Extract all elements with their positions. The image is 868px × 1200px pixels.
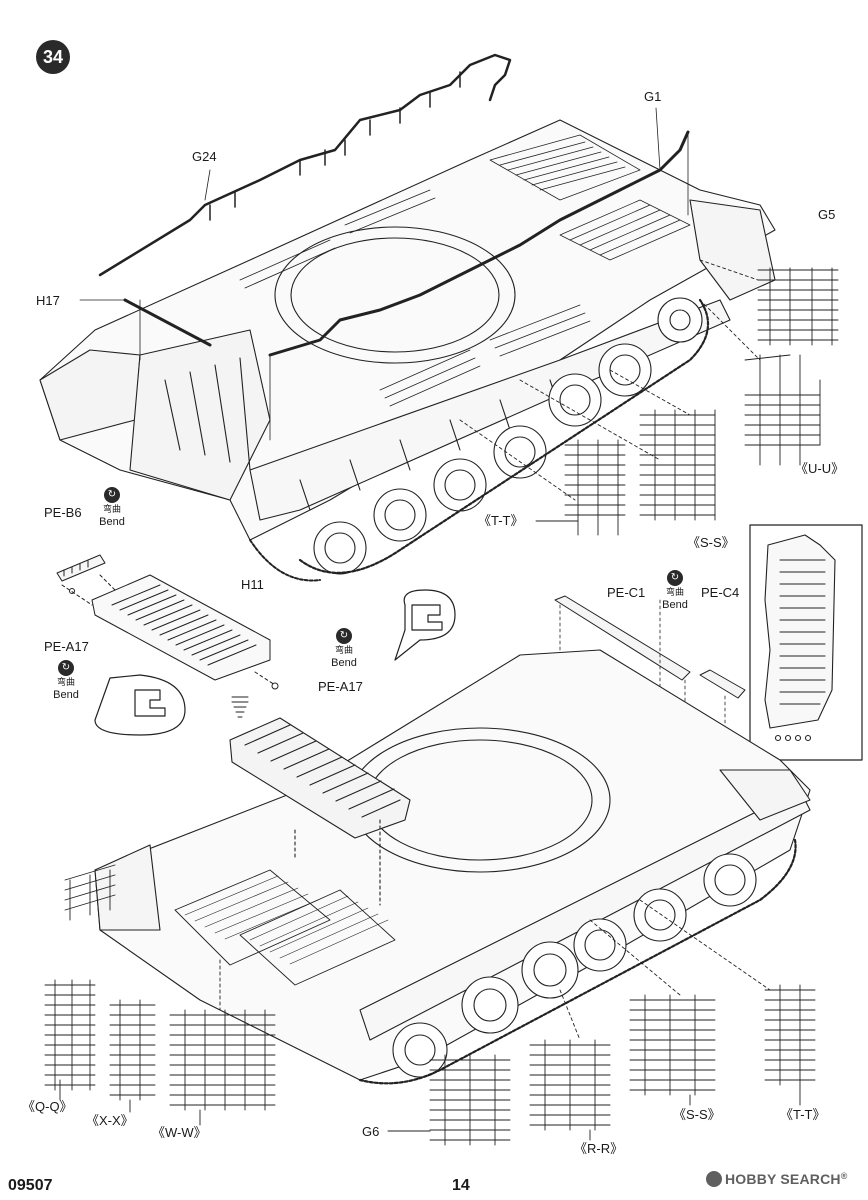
label-pe-a17-left: PE-A17	[44, 639, 89, 654]
bend-note-zh: 弯曲	[102, 505, 121, 515]
bend-icon: ↻	[104, 487, 120, 503]
label-h11: H11	[241, 577, 264, 592]
label-s-s-bottom: 《S-S》	[673, 1107, 721, 1122]
label-g1: G1	[644, 89, 662, 104]
bend-note-en: Bend	[99, 516, 125, 528]
bend-note-zh: 弯曲	[334, 646, 353, 656]
bend-callout-right	[394, 589, 456, 661]
label-w-w: 《W-W》	[152, 1125, 207, 1140]
rack-g5	[699, 259, 839, 346]
label-t-t-bottom: 《T-T》	[780, 1107, 826, 1122]
assembly-arrow	[231, 696, 249, 718]
bend-note-zh: 弯曲	[665, 588, 684, 598]
label-g5: G5	[818, 207, 836, 222]
label-pe-c1: PE-C1	[607, 585, 646, 600]
bend-note-pe-b6: ↻ 弯曲 Bend	[92, 487, 132, 529]
rack-g6	[387, 1054, 511, 1146]
bend-note-pe-c1: ↻ 弯曲 Bend	[655, 570, 695, 612]
label-s-s-top: 《S-S》	[687, 535, 735, 550]
h11-part	[61, 574, 279, 690]
label-pe-a17-right: PE-A17	[318, 679, 363, 694]
label-x-x: 《X-X》	[86, 1113, 134, 1128]
watermark: HOBBY SEARCH®	[706, 1171, 848, 1187]
pe-c4-part	[699, 669, 746, 699]
rack-t-t-bottom	[639, 899, 816, 1106]
bend-note-pe-a17-left: ↻ 弯曲 Bend	[46, 660, 86, 702]
rack-w-w	[169, 959, 276, 1126]
label-u-u: 《U-U》	[795, 461, 845, 476]
g1-handrail	[268, 130, 690, 357]
bend-note-pe-a17-right: ↻ 弯曲 Bend	[324, 628, 364, 670]
pe-c1-part	[554, 595, 691, 681]
label-r-r: 《R-R》	[574, 1141, 624, 1156]
lower-hull-drawing	[94, 649, 811, 1085]
page-number: 14	[452, 1177, 470, 1194]
upper-hull-drawing	[39, 119, 776, 582]
h17-rail	[123, 298, 212, 347]
rack-s-s-top	[519, 369, 716, 521]
bend-callout-left	[94, 674, 186, 736]
watermark-registered: ®	[840, 1171, 848, 1181]
bend-note-en: Bend	[331, 657, 357, 669]
label-g24: G24	[192, 149, 217, 164]
g24-handrail	[98, 53, 512, 277]
bend-icon: ↻	[58, 660, 74, 676]
rack-s-s-bottom	[589, 919, 716, 1106]
bend-note-zh: 弯曲	[56, 678, 75, 688]
label-q-q: 《Q-Q》	[22, 1099, 73, 1114]
rack-q-q	[44, 864, 116, 1101]
label-g6: G6	[362, 1124, 380, 1139]
bend-icon: ↻	[667, 570, 683, 586]
product-code: 09507	[8, 1177, 53, 1194]
pe-b6-part	[56, 554, 106, 582]
rack-x-x	[109, 999, 156, 1113]
step-number-badge: 34	[36, 40, 70, 74]
rack-u-u	[699, 299, 821, 466]
rack-r-r	[529, 989, 611, 1141]
rack-t-t-top	[459, 419, 626, 536]
watermark-logo-icon	[706, 1171, 722, 1187]
inset-detail	[749, 524, 863, 761]
label-h17: H17	[36, 293, 60, 308]
bend-note-en: Bend	[662, 599, 688, 611]
bend-note-en: Bend	[53, 689, 79, 701]
label-pe-c4: PE-C4	[701, 585, 740, 600]
bend-icon: ↻	[336, 628, 352, 644]
watermark-text: HOBBY SEARCH	[725, 1171, 841, 1187]
label-t-t-top: 《T-T》	[478, 513, 524, 528]
label-pe-b6: PE-B6	[44, 505, 82, 520]
